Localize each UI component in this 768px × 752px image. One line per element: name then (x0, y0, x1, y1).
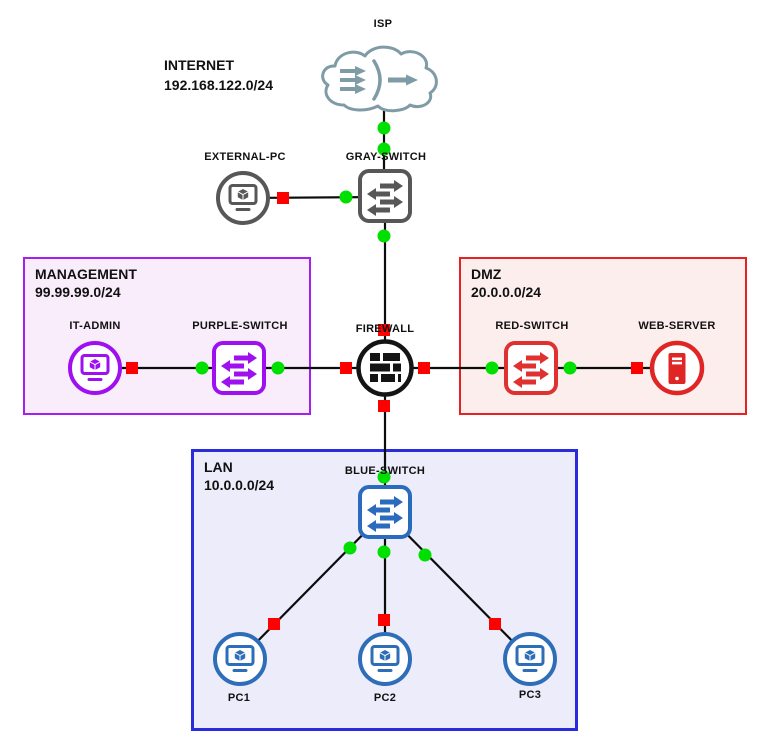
status-down-pc1-side (268, 618, 280, 630)
status-up-gray-switch-top (377, 142, 391, 156)
firewall-icon (356, 339, 414, 397)
zone-management-subnet: 99.99.99.0/24 (35, 284, 121, 301)
node-blue-switch[interactable] (357, 484, 413, 540)
switch-icon (504, 341, 558, 395)
node-gray-switch[interactable] (357, 168, 413, 224)
status-down-external-pc-side (277, 192, 289, 204)
pc-icon (216, 171, 270, 225)
pc-icon (358, 632, 412, 686)
status-down-pc3-side (489, 618, 501, 630)
node-firewall[interactable] (355, 338, 415, 398)
node-it-admin[interactable] (67, 340, 123, 396)
status-up-blue-switch-top (377, 470, 391, 484)
cloud-nat-icon (321, 45, 438, 113)
node-label-purple-switch: PURPLE-SWITCH (192, 320, 288, 332)
zone-management[interactable]: MANAGEMENT 99.99.99.0/24 (23, 257, 311, 415)
node-web-server[interactable] (649, 340, 705, 396)
zone-management-title: MANAGEMENT 99.99.99.0/24 (35, 265, 137, 301)
pc-icon (503, 632, 557, 686)
server-icon (649, 340, 705, 396)
status-up-blue-switch-pc3-side (418, 548, 432, 562)
link-blue-switch-pc1[interactable] (239, 511, 386, 660)
node-label-pc1: PC1 (227, 692, 251, 704)
status-up-gray-switch-left (339, 190, 353, 204)
status-up-blue-switch-pc1-side (343, 541, 357, 555)
node-label-web-server: WEB-SERVER (638, 320, 716, 332)
pc-icon (68, 341, 122, 395)
zone-lan-title: LAN 10.0.0.0/24 (204, 458, 274, 494)
node-pc2[interactable] (357, 631, 413, 687)
node-label-blue-switch: BLUE-SWITCH (344, 465, 426, 477)
node-label-firewall: FIREWALL (355, 323, 415, 335)
internet-subnet: 192.168.122.0/24 (164, 76, 273, 93)
status-up-purple-switch-left (195, 361, 209, 375)
node-label-it-admin: IT-ADMIN (69, 320, 121, 332)
status-down-firewall-right (418, 362, 430, 374)
status-down-web-server-side (631, 362, 643, 374)
zone-management-name: MANAGEMENT (35, 266, 137, 282)
status-up-purple-switch-right (271, 361, 285, 375)
node-label-pc3: PC3 (518, 689, 542, 701)
zone-dmz-subnet: 20.0.0.0/24 (471, 284, 542, 301)
status-up-red-switch-right (563, 361, 577, 375)
zone-lan-name: LAN (204, 459, 233, 475)
status-down-firewall-left (340, 362, 352, 374)
node-red-switch[interactable] (503, 340, 559, 396)
zone-dmz-title: DMZ 20.0.0.0/24 (471, 265, 541, 301)
node-purple-switch[interactable] (211, 340, 267, 396)
status-up-red-switch-left (485, 361, 499, 375)
zone-dmz-name: DMZ (471, 266, 502, 282)
switch-icon (358, 169, 412, 223)
internet-caption: INTERNET 192.168.122.0/24 (164, 56, 273, 95)
link-blue-switch-pc3[interactable] (384, 511, 531, 660)
status-down-it-admin-side (126, 362, 138, 374)
node-external-pc[interactable] (215, 170, 271, 226)
node-label-isp: ISP (373, 18, 393, 30)
node-label-external-pc: EXTERNAL-PC (204, 151, 286, 163)
node-isp[interactable] (308, 35, 458, 115)
node-pc3[interactable] (502, 631, 558, 687)
switch-icon (358, 485, 412, 539)
switch-icon (212, 341, 266, 395)
node-label-red-switch: RED-SWITCH (495, 320, 569, 332)
status-down-firewall-bottom (378, 400, 390, 412)
node-pc1[interactable] (212, 631, 268, 687)
status-up-gray-switch-bottom (377, 229, 391, 243)
internet-name: INTERNET (164, 57, 234, 73)
status-down-pc2-side (378, 614, 390, 626)
status-up-isp-side (377, 121, 391, 135)
node-label-gray-switch: GRAY-SWITCH (345, 151, 427, 163)
status-up-blue-switch-pc2-side (377, 545, 391, 559)
pc-icon (213, 632, 267, 686)
zone-lan-subnet: 10.0.0.0/24 (204, 477, 275, 494)
node-label-pc2: PC2 (373, 692, 397, 704)
status-down-firewall-top (378, 324, 390, 336)
